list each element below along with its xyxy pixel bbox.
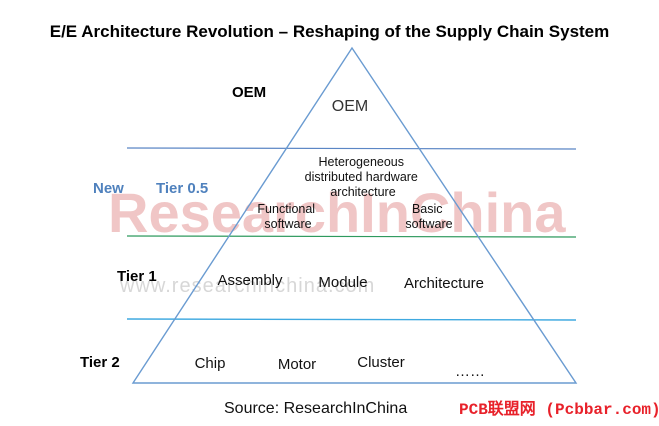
tier2-item-ellipsis: …… [455, 363, 485, 380]
tier2-item-chip: Chip [195, 355, 226, 372]
functional-software-label: Functional software [257, 202, 318, 231]
tier-label-tier2: Tier 2 [80, 354, 120, 371]
pcbbar-credit: PCB联盟网 (Pcbbar.com) [459, 400, 659, 419]
tier05-tier1-divider [126, 235, 577, 238]
tier-label-tier05: Tier 0.5 [156, 180, 208, 197]
tier1-item-architecture: Architecture [404, 275, 484, 292]
supply-chain-pyramid [131, 46, 578, 384]
tier-label-tier1: Tier 1 [117, 268, 157, 285]
watermark-url: www.researchinchina.com [119, 275, 375, 297]
tier2-item-cluster: Cluster [357, 354, 405, 371]
page-title: E/E Architecture Revolution – Reshaping … [50, 22, 610, 41]
basic-software-label: Basic software [405, 202, 452, 231]
source-caption: Source: ResearchInChina [224, 400, 407, 417]
tier-label-oem: OEM [232, 84, 266, 101]
watermark-researchinchina: ResearchInChina [108, 181, 566, 244]
tier1-tier2-divider [126, 318, 577, 321]
tier2-item-motor: Motor [278, 356, 316, 373]
tier1-item-assembly: Assembly [217, 272, 283, 289]
heterogeneous-hardware-label: Heterogeneous distributed hardware archi… [305, 155, 422, 199]
tier1-item-module: Module [318, 274, 367, 291]
pyramid-oem-label: OEM [332, 98, 368, 115]
oem-tier05-divider [126, 147, 577, 150]
tier-label-new: New [93, 180, 124, 197]
